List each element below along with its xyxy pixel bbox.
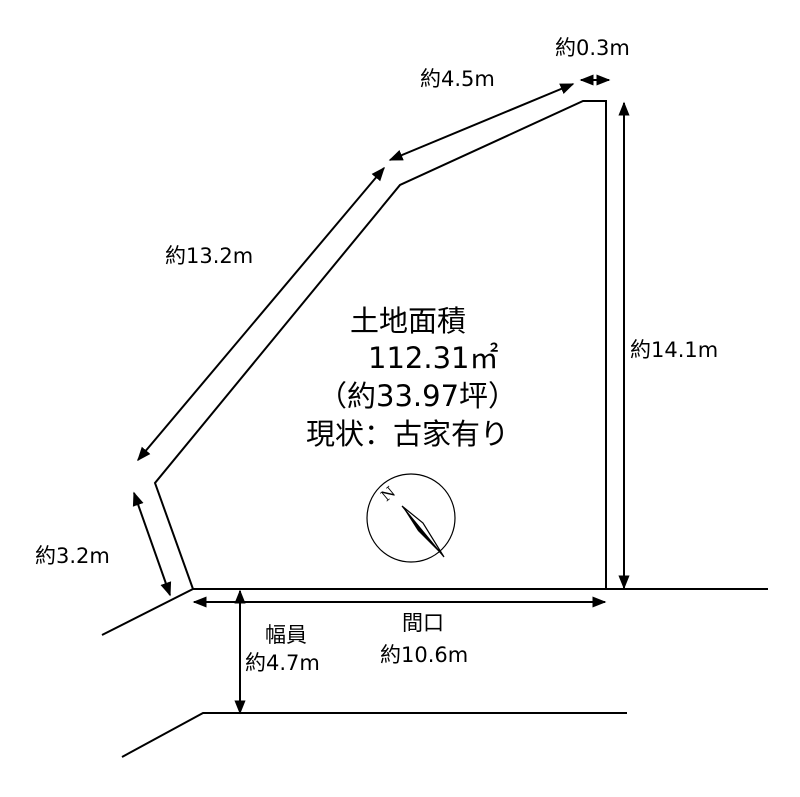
dim-label-road-width-value: 約4.7m bbox=[245, 651, 320, 675]
dim-arrow-top-slant bbox=[388, 83, 575, 161]
current-status: 現状：古家有り bbox=[306, 417, 509, 451]
area-value: 112.31㎡ bbox=[368, 341, 498, 375]
road-edge-lower bbox=[121, 712, 627, 758]
area-title: 土地面積 bbox=[350, 304, 466, 338]
dim-label-frontage-value: 約10.6m bbox=[380, 643, 468, 667]
dim-arrow-left-long bbox=[137, 166, 385, 462]
dim-label-road-width-title: 幅員 bbox=[265, 623, 307, 647]
road-edge-upper bbox=[101, 588, 768, 636]
dim-label-left-long: 約13.2m bbox=[165, 244, 253, 268]
dim-label-frontage-title: 間口 bbox=[402, 611, 444, 635]
north-compass-icon: N bbox=[366, 473, 456, 563]
dim-label-top-slant: 約4.5m bbox=[420, 67, 495, 91]
dim-label-left-short: 約3.2m bbox=[35, 544, 110, 568]
dim-label-right-side: 約14.1m bbox=[630, 338, 718, 362]
dim-arrow-left-short bbox=[132, 491, 172, 597]
area-tsubo: （約33.97坪） bbox=[318, 379, 517, 413]
dim-label-top-short: 約0.3m bbox=[555, 36, 630, 60]
